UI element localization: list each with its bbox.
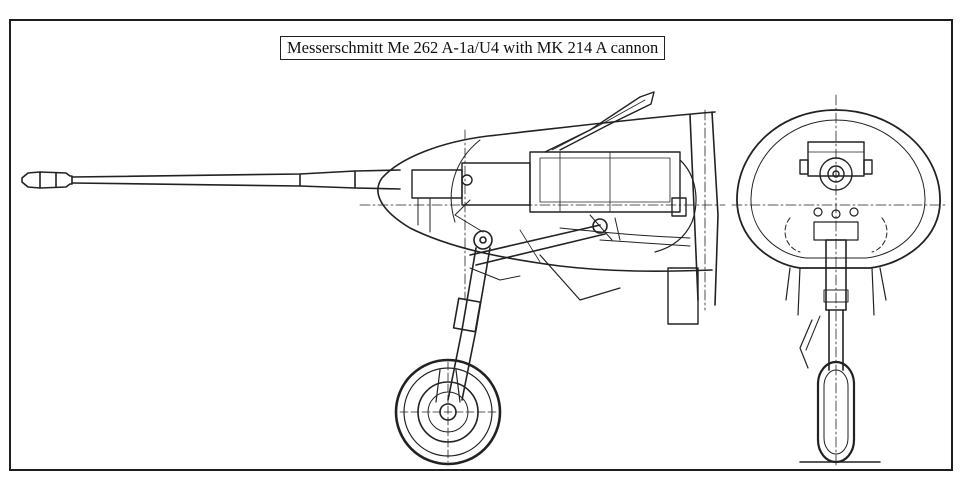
nose-fairing — [377, 111, 719, 306]
fuselage-details — [519, 227, 699, 325]
front-centerlines — [731, 94, 946, 469]
centerlines — [359, 109, 726, 311]
cannon-barrel — [21, 169, 401, 190]
front-gear-leg — [799, 239, 849, 371]
side-view — [21, 91, 726, 466]
nose-gear-strut — [447, 199, 621, 401]
nose-wheel — [394, 358, 502, 466]
drawing-frame — [9, 19, 953, 471]
front-cannon — [799, 141, 873, 191]
front-mechanism — [784, 207, 888, 316]
front-wheel — [799, 360, 881, 464]
fuselage-section — [736, 109, 941, 269]
front-view — [731, 94, 946, 469]
windscreen-frame — [544, 91, 655, 153]
cannon-breech — [411, 151, 687, 233]
drawing-title: Messerschmitt Me 262 A-1a/U4 with MK 214… — [280, 36, 666, 60]
